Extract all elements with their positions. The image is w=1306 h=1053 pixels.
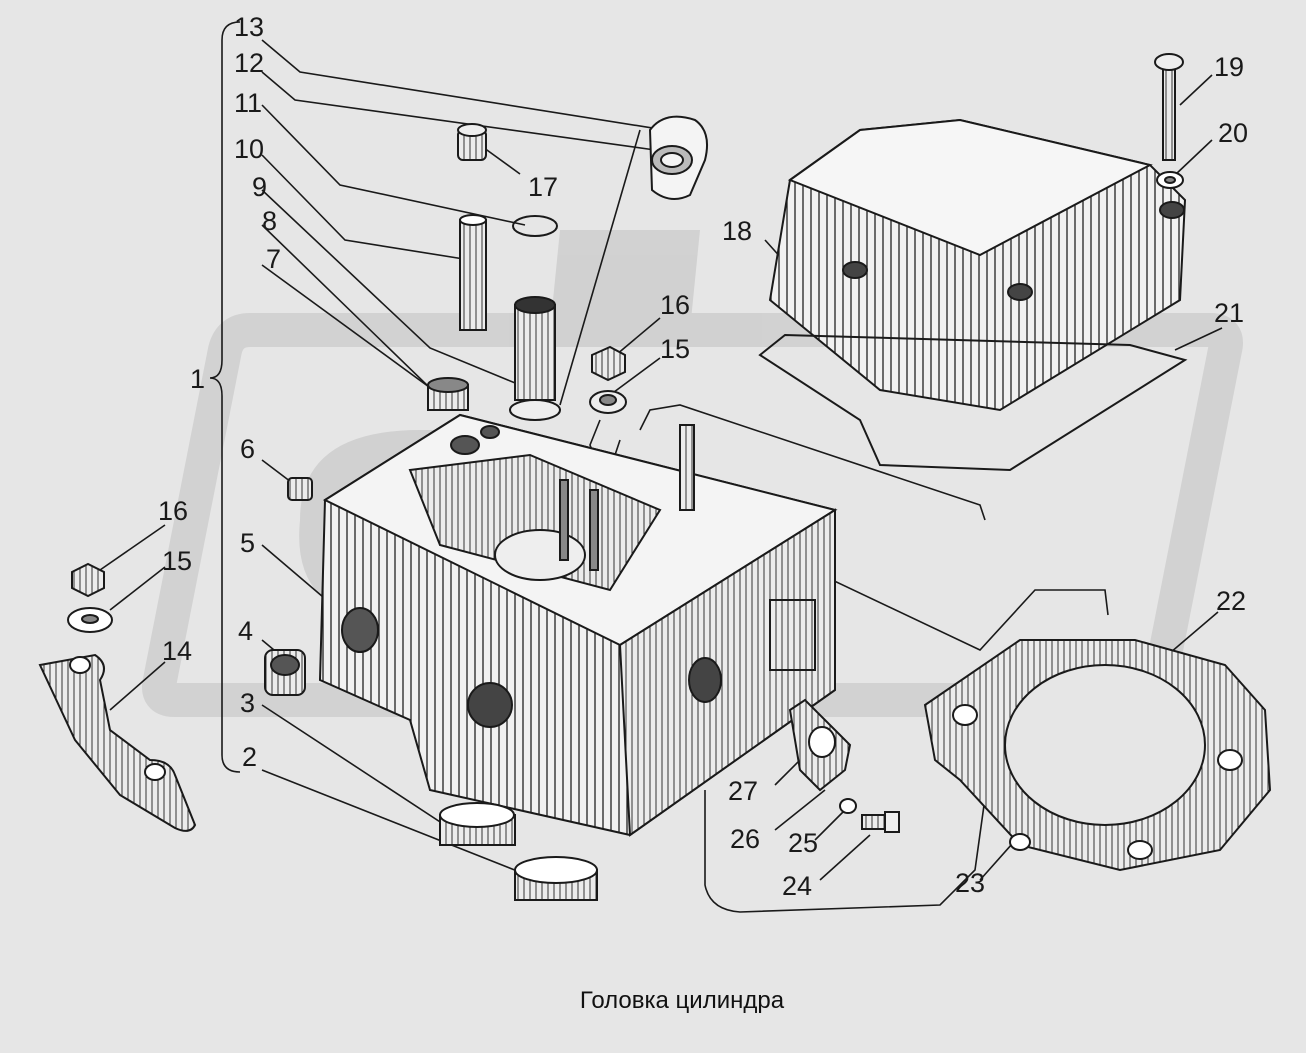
part-cover-bolt xyxy=(1154,53,1184,189)
part-cover-gasket xyxy=(758,333,1188,472)
callout-10: 10 xyxy=(234,134,264,164)
group-bracket xyxy=(209,21,241,773)
callout-22: 22 xyxy=(1216,586,1246,616)
part-valve-seat-ring-lower xyxy=(514,856,598,901)
part-bushing-top xyxy=(648,115,708,200)
callout-3: 3 xyxy=(240,688,255,718)
callout-14: 14 xyxy=(162,636,192,666)
callout-27: 27 xyxy=(728,776,758,806)
callout-5: 5 xyxy=(240,528,255,558)
callout-19: 19 xyxy=(1214,52,1244,82)
callout-20: 20 xyxy=(1218,118,1248,148)
part-nut-top xyxy=(589,345,627,414)
callout-16-left: 16 xyxy=(158,496,188,526)
diagram-caption: Головка цилиндра xyxy=(580,987,785,1014)
callout-4: 4 xyxy=(238,616,253,646)
callout-26: 26 xyxy=(730,824,760,854)
part-retaining-ring xyxy=(512,215,558,237)
callout-15-left: 15 xyxy=(162,546,192,576)
callout-12: 12 xyxy=(234,48,264,78)
callout-11: 11 xyxy=(234,88,262,118)
part-plug xyxy=(457,123,487,161)
part-head-gasket xyxy=(923,639,1272,872)
part-small-plug xyxy=(287,477,313,501)
callout-13: 13 xyxy=(234,12,264,42)
part-lifting-bracket xyxy=(38,562,197,832)
part-valve-seat-ring-upper xyxy=(439,802,516,846)
callout-9: 9 xyxy=(252,172,267,202)
callout-8: 8 xyxy=(262,206,277,236)
callout-15-top: 15 xyxy=(660,334,690,364)
callout-16-top: 16 xyxy=(660,290,690,320)
callout-6: 6 xyxy=(240,434,255,464)
part-cylinder-head xyxy=(318,413,838,837)
part-nozzle-sleeve xyxy=(509,296,561,421)
callout-17: 17 xyxy=(528,172,558,202)
callout-23: 23 xyxy=(955,868,985,898)
callout-7: 7 xyxy=(266,244,281,274)
callout-25: 25 xyxy=(788,828,818,858)
part-seat-ring xyxy=(427,377,469,411)
callout-1: 1 xyxy=(190,364,205,394)
callout-2: 2 xyxy=(242,742,257,772)
callout-24: 24 xyxy=(782,871,812,901)
callout-18: 18 xyxy=(722,216,752,246)
callout-labels: 13 12 11 10 9 8 7 1 6 5 4 3 2 17 16 15 1… xyxy=(158,12,1248,901)
part-flange-assembly xyxy=(788,698,900,833)
part-guide-sleeve xyxy=(459,214,487,331)
callout-21: 21 xyxy=(1214,298,1244,328)
part-plug-side xyxy=(264,649,306,696)
part-valve-cover xyxy=(768,118,1187,412)
